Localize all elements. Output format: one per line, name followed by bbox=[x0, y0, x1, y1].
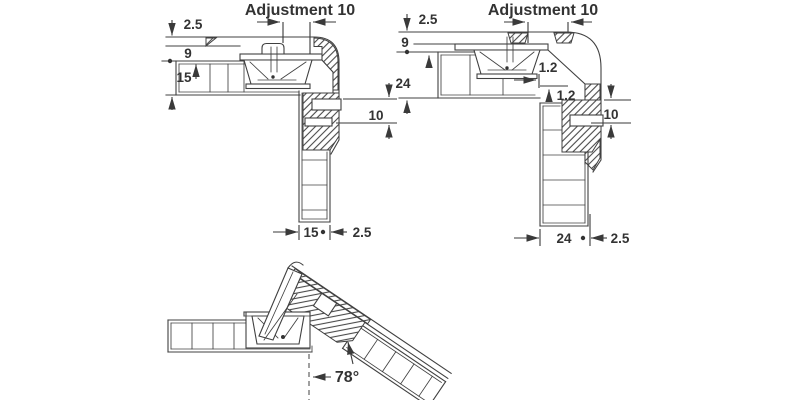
dim-label-offset-horizontal: 1.2 bbox=[539, 60, 558, 75]
adjustment-dimension-top: Adjustment 10 bbox=[245, 2, 355, 54]
dimension-dot bbox=[404, 49, 410, 55]
dimension-dot bbox=[320, 229, 326, 235]
dim-label-cup-edge: 9 bbox=[401, 35, 409, 50]
dimension-dot bbox=[580, 235, 586, 241]
left-dimensions: 2.5 9 24 bbox=[395, 12, 438, 114]
opening-angle-annotation: 78° bbox=[308, 341, 359, 400]
dim-label-plate-adjust: 10 bbox=[603, 107, 618, 122]
dim-label-panel-thickness: 24 bbox=[395, 76, 411, 91]
dim-label-opening-angle: 78° bbox=[335, 369, 359, 386]
mounting-plate bbox=[302, 92, 342, 151]
mounting-plate bbox=[561, 99, 604, 153]
cabinet-panel bbox=[167, 319, 313, 353]
dim-label-bottom-gap: 2.5 bbox=[353, 225, 372, 240]
arm-pivot-dot bbox=[281, 335, 285, 339]
cup-pivot-dot bbox=[505, 66, 509, 70]
dim-label-bottom-gap: 2.5 bbox=[611, 231, 630, 246]
door-open bbox=[281, 265, 452, 400]
hinge-cup bbox=[239, 42, 323, 90]
offset-dimensions: 1.2 1.2 bbox=[514, 60, 575, 103]
dimension-dot bbox=[167, 58, 173, 64]
dim-label-cup-edge: 9 bbox=[184, 46, 192, 61]
bottom-dimensions: 24 2.5 bbox=[514, 214, 630, 246]
adjustment-label: Adjustment 10 bbox=[488, 2, 598, 19]
hinge-cup bbox=[454, 36, 549, 80]
plate-adjust-dimension: 10 bbox=[336, 83, 397, 139]
diagram-hinge-open-78deg: 78° bbox=[167, 261, 452, 400]
cup-pivot-dot bbox=[271, 75, 275, 79]
dim-label-bottom-panel: 24 bbox=[556, 231, 572, 246]
door-panel bbox=[539, 102, 589, 227]
diagram-corner-hinge-closed-15mm: Adjustment 10 2.5 9 15 10 bbox=[161, 2, 397, 240]
bottom-dimensions: 15 2.5 bbox=[273, 225, 372, 240]
cabinet-panel bbox=[161, 60, 301, 96]
dim-label-panel-thickness: 15 bbox=[176, 70, 192, 85]
hinge-arm bbox=[258, 261, 304, 341]
cabinet-panel bbox=[396, 51, 541, 99]
dim-label-plate-adjust: 10 bbox=[368, 108, 383, 123]
dim-label-offset-vertical: 1.2 bbox=[557, 88, 576, 103]
door-frame-profile bbox=[165, 36, 340, 155]
dim-label-bottom-panel: 15 bbox=[303, 225, 319, 240]
left-dimensions: 2.5 9 15 bbox=[167, 17, 203, 110]
door-panel bbox=[298, 90, 331, 223]
diagram-corner-hinge-closed-24mm: Adjustment 10 2.5 9 24 1.2 1.2 bbox=[395, 2, 631, 246]
dim-label-gap-top: 2.5 bbox=[419, 12, 438, 27]
adjustment-label: Adjustment 10 bbox=[245, 2, 355, 19]
plate-adjust-dimension: 10 bbox=[591, 84, 631, 139]
adjustment-dimension-top: Adjustment 10 bbox=[488, 2, 598, 43]
dim-label-gap-top: 2.5 bbox=[184, 17, 203, 32]
